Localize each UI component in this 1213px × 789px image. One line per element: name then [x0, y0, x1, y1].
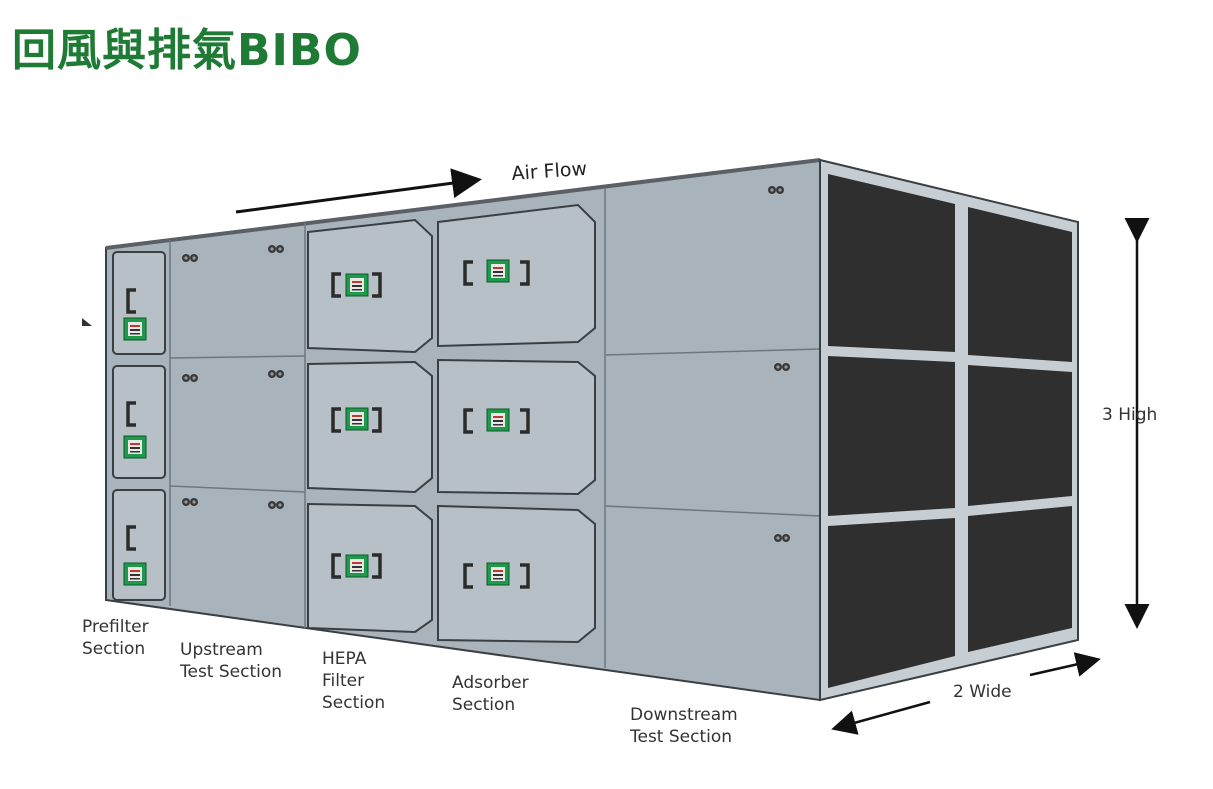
width-arrow-right [1029, 652, 1101, 677]
filter-grid-face [819, 158, 1079, 702]
prefilter-label-1: Prefilter [82, 617, 149, 637]
hepa-doors [307, 218, 433, 634]
adsorber-label-1: Adsorber [452, 673, 529, 693]
hepa-label-3: Section [322, 693, 385, 713]
upstream-label-2: Test Section [179, 662, 282, 682]
adsorber-doors [437, 203, 596, 644]
airflow-label: Air Flow [511, 158, 588, 185]
height-label: 3 High [1102, 405, 1157, 425]
section-dividers [169, 188, 821, 668]
hepa-label-2: Filter [322, 671, 364, 691]
prefilter-doors [112, 251, 166, 601]
width-arrow-left [831, 700, 931, 735]
width-label: 2 Wide [953, 682, 1012, 702]
prefilter-label-2: Section [82, 639, 145, 659]
downstream-label-1: Downstream [630, 705, 738, 725]
hepa-label-1: HEPA [322, 649, 367, 669]
downstream-label-2: Test Section [629, 727, 732, 747]
airflow-arrow [235, 168, 482, 214]
page-title: 回風與排氣BIBO [12, 25, 362, 76]
adsorber-label-2: Section [452, 695, 515, 715]
upstream-label-1: Upstream [180, 640, 263, 660]
